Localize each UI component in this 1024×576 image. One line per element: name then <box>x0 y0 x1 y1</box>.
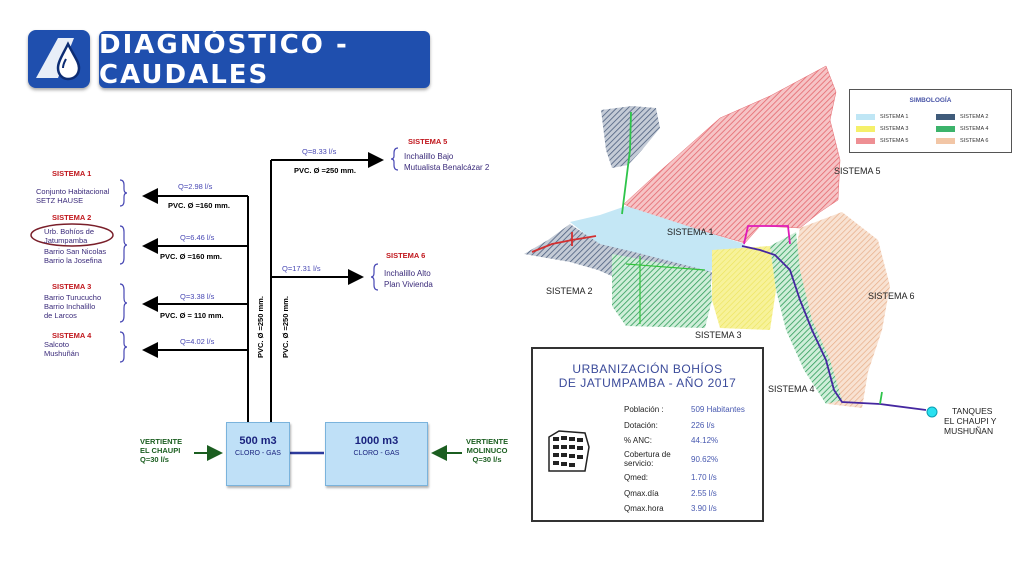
legend-swatch-4 <box>936 126 955 132</box>
system-3-flow: Q=3.38 l/s <box>180 292 215 301</box>
system-2-title: SISTEMA 2 <box>52 213 92 222</box>
water-drop-logo <box>28 30 90 88</box>
map-area-sistema-3 <box>712 246 776 330</box>
map-area-sistema-4-corridor <box>770 232 842 404</box>
map-area-sistema-4-grid <box>612 254 712 328</box>
system-5-pipe: PVC. Ø =250 mm. <box>294 166 356 175</box>
info-value-qmaxhora: 3.90 l/s <box>691 504 717 513</box>
legend-swatch-3 <box>856 126 875 132</box>
map-label-sistema-5: SISTEMA 5 <box>834 166 881 176</box>
info-key-qmaxhora: Qmax.hora <box>624 504 664 513</box>
info-key-qmed: Qmed: <box>624 473 649 482</box>
tank-marker <box>926 406 938 418</box>
legend-label-6: SISTEMA 6 <box>960 138 989 144</box>
page-title: DIAGNÓSTICO - CAUDALES <box>99 29 349 90</box>
system-2-flow: Q=6.46 l/s <box>180 233 215 242</box>
map-area-sistema-5 <box>623 65 841 244</box>
map-label-sistema-2: SISTEMA 2 <box>546 286 593 296</box>
tank-500: 500 m3 CLORO - GAS <box>226 422 290 486</box>
system-5-flow: Q=8.33 l/s <box>302 147 337 156</box>
system-2-pipe: PVC. Ø =160 mm. <box>160 252 222 261</box>
info-key-qmaxdia: Qmax.día <box>624 489 659 498</box>
legend-label-1: SISTEMA 1 <box>880 114 909 120</box>
info-value-cobertura: 90.62% <box>691 455 719 464</box>
legend-swatch-1 <box>856 114 875 120</box>
map-legend: SIMBOLOGÍA SISTEMA 1 SISTEMA 2 SISTEMA 3… <box>849 89 1012 153</box>
legend-label-2: SISTEMA 2 <box>960 114 989 120</box>
legend-label-5: SISTEMA 5 <box>880 138 909 144</box>
map-label-sistema-6: SISTEMA 6 <box>868 291 915 301</box>
map-area-sistema-1 <box>570 206 745 272</box>
system-1-flow: Q=2.98 l/s <box>178 182 213 191</box>
legend-label-4: SISTEMA 4 <box>960 126 989 132</box>
legend-label-3: SISTEMA 3 <box>880 126 909 132</box>
highlight-ellipse <box>30 223 114 247</box>
map-label-sistema-4: SISTEMA 4 <box>768 384 815 394</box>
info-value-dotacion: 226 l/s <box>691 421 715 430</box>
info-key-dotacion: Dotación: <box>624 421 658 430</box>
water-drop-icon <box>36 38 81 81</box>
system-5-title: SISTEMA 5 <box>408 137 448 146</box>
system-1-pipe: PVC. Ø =160 mm. <box>168 201 230 210</box>
info-value-qmed: 1.70 l/s <box>691 473 717 482</box>
system-1-title: SISTEMA 1 <box>52 169 92 178</box>
system-4-flow: Q=4.02 l/s <box>180 337 215 346</box>
legend-swatch-2 <box>936 114 955 120</box>
info-key-anc: % ANC: <box>624 436 653 445</box>
system-3-pipe: PVC. Ø = 110 mm. <box>160 311 224 320</box>
legend-swatch-6 <box>936 138 955 144</box>
map-label-sistema-1: SISTEMA 1 <box>667 227 714 237</box>
info-value-poblacion: 509 Habitantes <box>691 405 745 414</box>
system-4-title: SISTEMA 4 <box>52 331 92 340</box>
tank-1000: 1000 m3 CLORO - GAS <box>325 422 428 486</box>
title-banner: DIAGNÓSTICO - CAUDALES <box>99 29 430 90</box>
info-value-anc: 44.12% <box>691 436 719 445</box>
legend-title: SIMBOLOGÍA <box>909 97 952 104</box>
info-key-poblacion: Población : <box>624 405 664 414</box>
map-label-sistema-3: SISTEMA 3 <box>695 330 742 340</box>
system-6-title: SISTEMA 6 <box>386 251 426 260</box>
info-value-qmaxdia: 2.55 l/s <box>691 489 717 498</box>
legend-swatch-5 <box>856 138 875 144</box>
urbanization-plan-icon <box>548 430 590 472</box>
system-6-flow: Q=17.31 l/s <box>282 264 321 273</box>
system-3-title: SISTEMA 3 <box>52 282 92 291</box>
